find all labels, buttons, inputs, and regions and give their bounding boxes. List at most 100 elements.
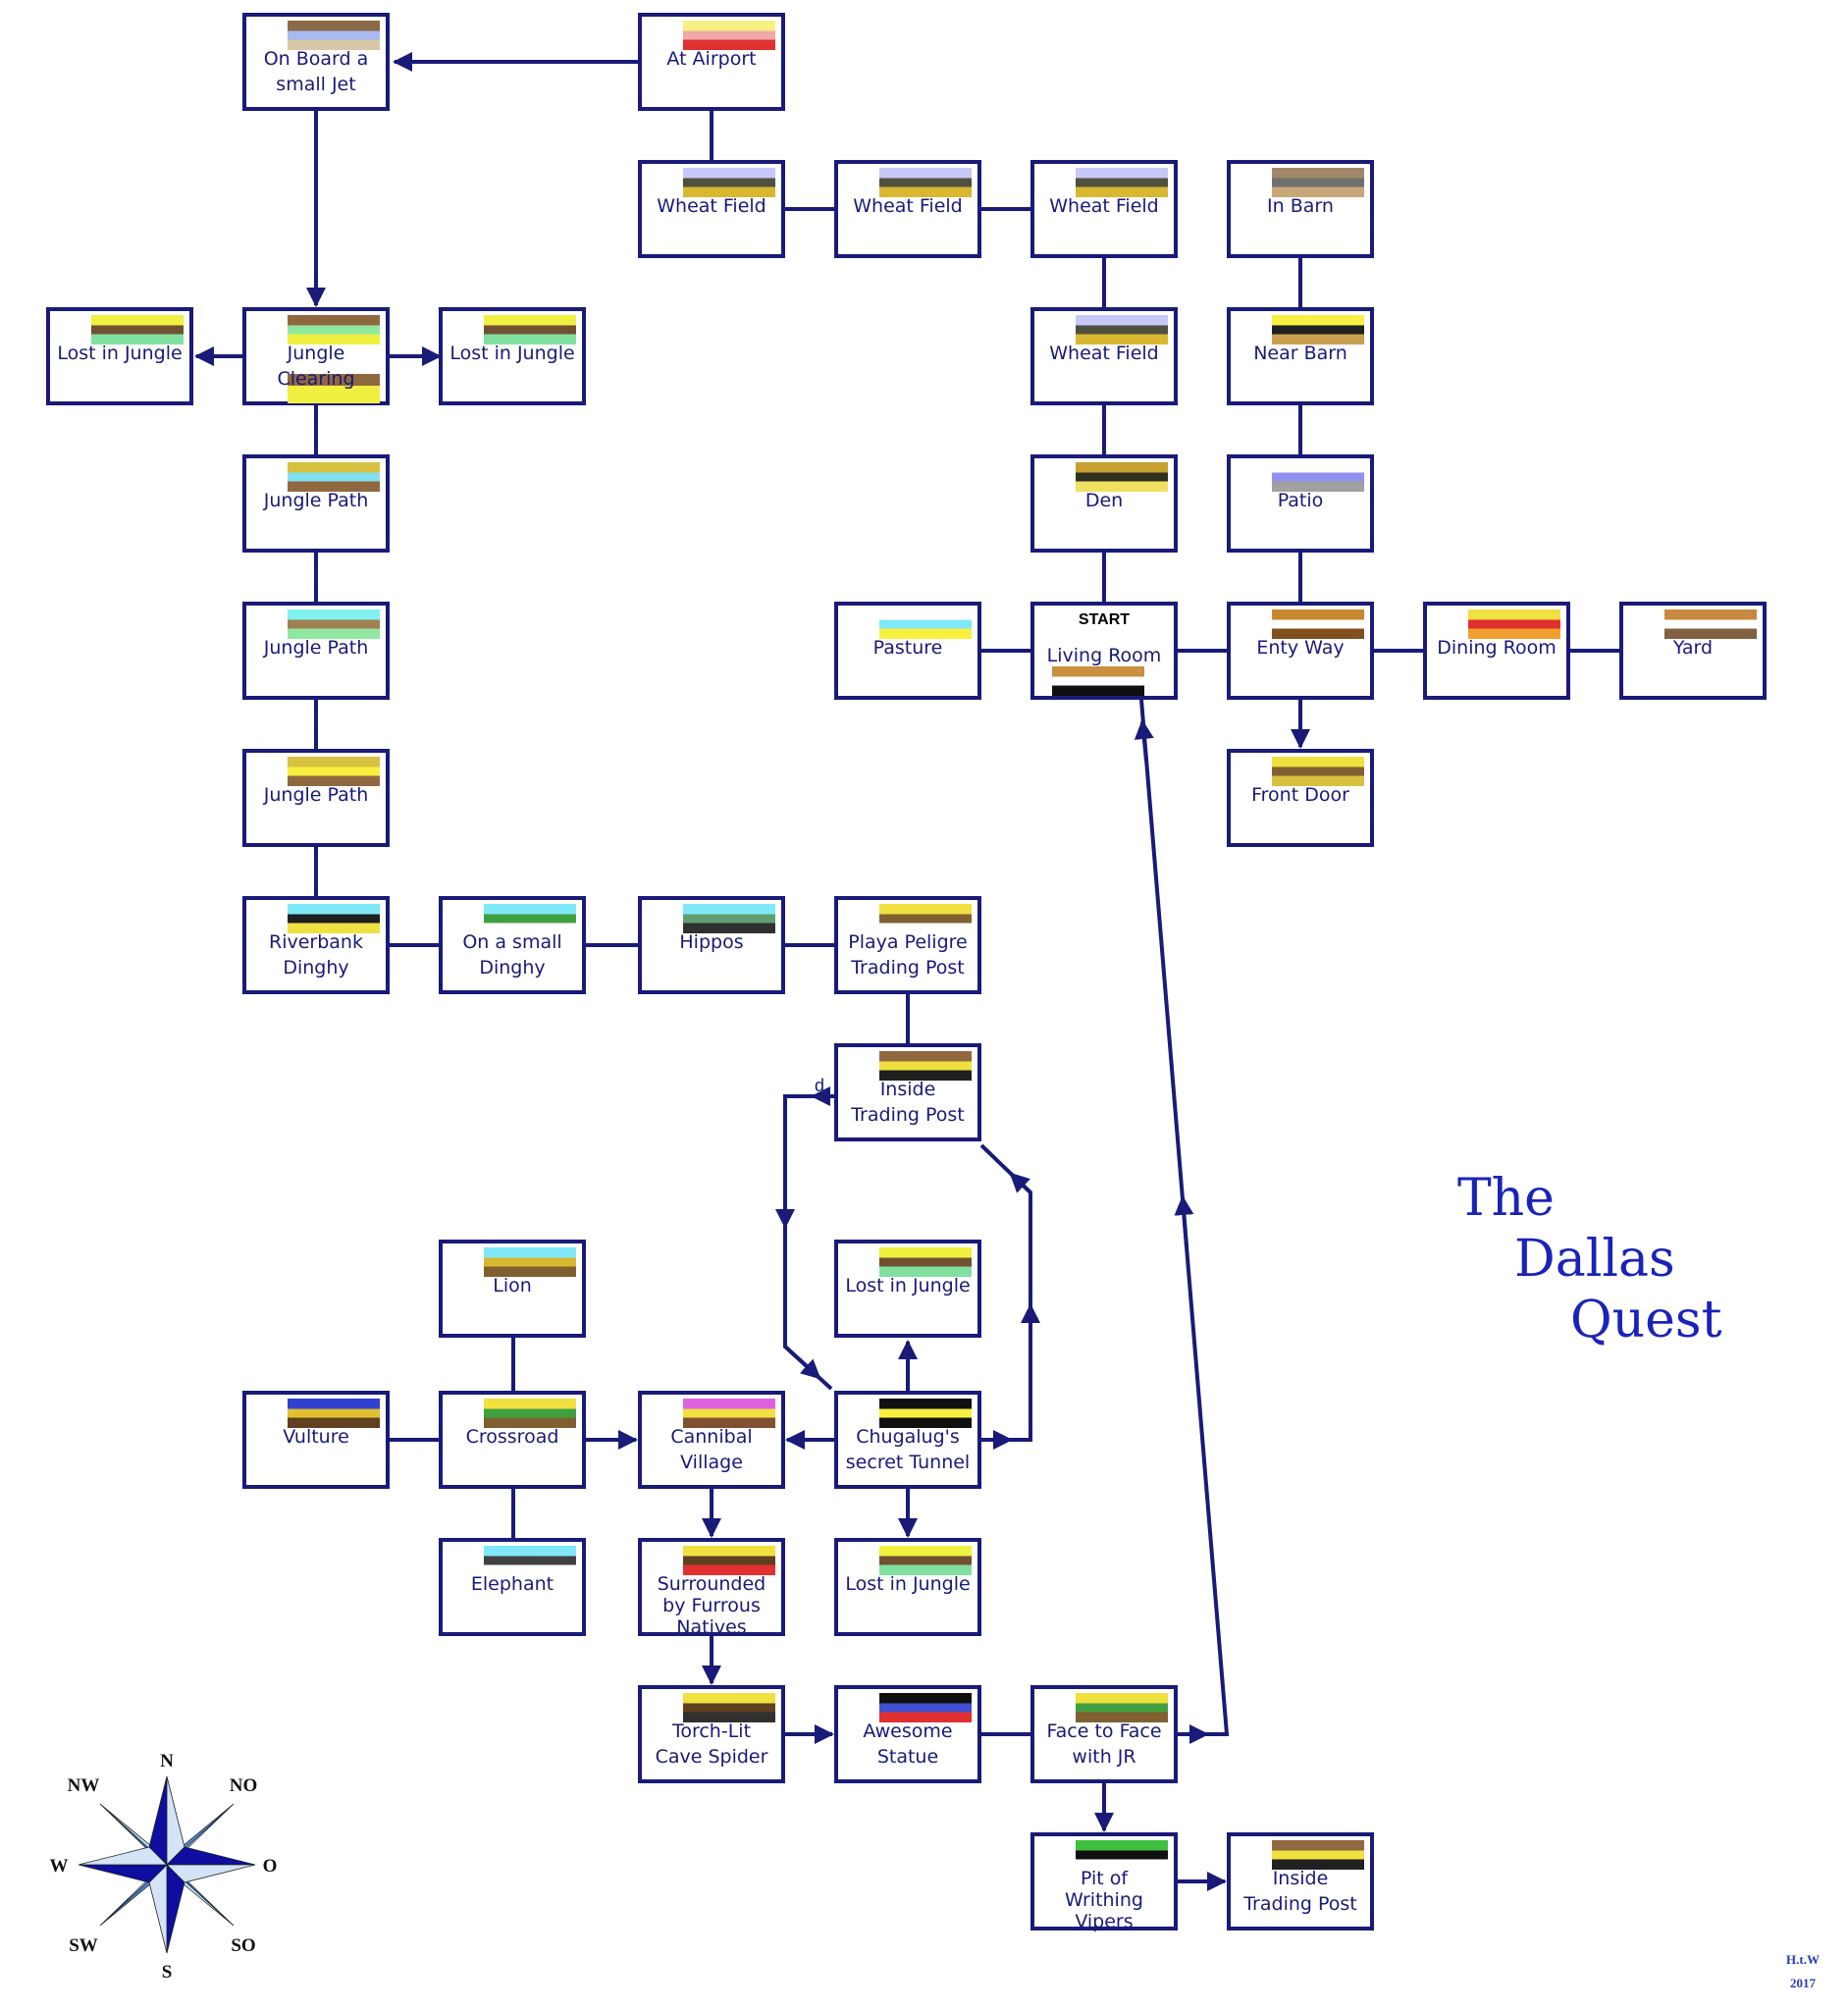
- room-thumbnail-image: [288, 315, 380, 344]
- signature-author: H.t.W: [1786, 1952, 1820, 1967]
- room-thumbnail-image: [1272, 1840, 1364, 1870]
- room-label: Jungle Clearing: [277, 343, 355, 390]
- title-line-1: The: [1457, 1169, 1555, 1228]
- room-label: Living Room: [1046, 645, 1162, 666]
- room-thumbnail-image: [879, 1399, 972, 1428]
- compass-label-n: N: [160, 1751, 174, 1772]
- room-label: Patio: [1277, 490, 1324, 511]
- map-title: The Dallas Quest: [1457, 1168, 1721, 1350]
- room-wheat4: Wheat Field: [1030, 307, 1178, 405]
- room-thumbnail-image: [879, 1546, 972, 1575]
- room-wheat1: Wheat Field: [638, 160, 785, 258]
- room-thumbnail-image: [484, 315, 576, 344]
- room-thumbnail-image: [879, 1693, 972, 1722]
- room-natives: Surrounded by Furrous Natives: [638, 1538, 785, 1638]
- room-label: Surrounded by Furrous Natives: [657, 1573, 766, 1638]
- room-thumbnail-image: [288, 904, 380, 933]
- room-label: Lost in Jungle: [845, 1573, 971, 1595]
- room-thumbnail-image: [288, 757, 380, 786]
- room-clearing: Jungle Clearing: [242, 307, 390, 405]
- room-thumbnail-image: [288, 21, 380, 50]
- room-wheat3: Wheat Field: [1030, 160, 1178, 258]
- room-thumbnail-image: [683, 904, 775, 933]
- compass-rose-icon: N NO O SO S SW W NW: [50, 1751, 278, 1983]
- room-airport: At Airport: [638, 13, 785, 111]
- room-thumbnail-image: [91, 315, 184, 344]
- room-label: Front Door: [1251, 784, 1349, 806]
- room-statue: Awesome Statue: [834, 1685, 981, 1783]
- room-lost-n: Lost in Jungle: [834, 1240, 981, 1338]
- room-frontdoor: Front Door: [1227, 749, 1374, 847]
- room-label: Lost in Jungle: [845, 1275, 971, 1296]
- room-jpath1: Jungle Path: [242, 454, 390, 553]
- room-label: Hippos: [679, 931, 744, 953]
- room-smalldinghy: On a small Dinghy: [439, 896, 586, 994]
- room-label: On Board a small Jet: [263, 48, 369, 95]
- room-thumbnail-image: [484, 1247, 576, 1277]
- room-den: Den: [1030, 454, 1178, 553]
- room-label: Jungle Path: [263, 490, 369, 511]
- room-thumbnail-image: [879, 168, 972, 197]
- room-thumbnail-image: [1076, 1840, 1168, 1870]
- edge-inside1-down-tunnel: [783, 1094, 834, 1391]
- room-vipers: Pit of Writhing Vipers: [1030, 1832, 1178, 1932]
- room-label: Pit of Writhing Vipers: [1065, 1868, 1143, 1932]
- room-label: Cannibal Village: [670, 1426, 753, 1473]
- room-elephant: Elephant: [439, 1538, 586, 1636]
- room-label: Face to Face with JR: [1046, 1720, 1162, 1768]
- room-thumbnail-image: [1272, 757, 1364, 786]
- room-thumbnail-image: [484, 904, 576, 933]
- room-thumbnail-image: [1272, 315, 1364, 344]
- compass-label-w: W: [50, 1856, 69, 1877]
- room-thumbnail-image: [683, 1399, 775, 1428]
- compass-label-ne: NO: [230, 1775, 258, 1796]
- compass-label-nw: NW: [68, 1775, 100, 1796]
- room-label: Crossroad: [465, 1426, 559, 1448]
- room-riverbank: Riverbank Dinghy: [242, 896, 390, 994]
- room-lost-w: Lost in Jungle: [46, 307, 193, 405]
- room-wheat2: Wheat Field: [834, 160, 981, 258]
- room-label: Jungle Path: [263, 784, 369, 806]
- compass-label-sw: SW: [69, 1935, 98, 1956]
- room-thumbnail-image: [1272, 168, 1364, 197]
- room-thumbnail-image: [1664, 609, 1757, 639]
- room-entry: Enty Way: [1227, 602, 1374, 700]
- signature: H.t.W 2017: [1786, 1948, 1820, 1995]
- room-label: Enty Way: [1256, 637, 1345, 659]
- room-label: Elephant: [470, 1573, 554, 1595]
- room-label: Yard: [1672, 637, 1714, 659]
- room-thumbnail-image: [879, 1051, 972, 1081]
- room-thumbnail-image: [683, 168, 775, 197]
- room-thumbnail-image: [683, 1546, 775, 1575]
- title-line-3: Quest: [1570, 1291, 1722, 1349]
- room-living: START Living Room: [1030, 602, 1178, 700]
- room-label: Inside Trading Post: [851, 1079, 965, 1126]
- room-thumbnail-image: [288, 462, 380, 492]
- room-thumbnail-image: [683, 1693, 775, 1722]
- room-label: Lost in Jungle: [449, 343, 575, 364]
- compass-label-s: S: [162, 1962, 173, 1983]
- compass-label-e: O: [263, 1856, 278, 1877]
- title-line-2: Dallas: [1514, 1230, 1675, 1289]
- room-thumbnail-image: [484, 1399, 576, 1428]
- room-yard: Yard: [1619, 602, 1767, 700]
- direction-down-label: d: [815, 1076, 825, 1095]
- room-nearbarn: Near Barn: [1227, 307, 1374, 405]
- room-thumbnail-image: [879, 1247, 972, 1277]
- room-vulture: Vulture: [242, 1391, 390, 1489]
- start-marker: START: [1078, 611, 1131, 628]
- room-playa: Playa Peligre Trading Post: [834, 896, 981, 994]
- room-tunnel: Chugalug's secret Tunnel: [834, 1391, 981, 1489]
- room-label: Vulture: [283, 1426, 349, 1448]
- room-pasture: Pasture: [834, 602, 981, 700]
- room-patio: Patio: [1227, 454, 1374, 553]
- room-label: Jungle Path: [263, 637, 369, 659]
- room-dining: Dining Room: [1423, 602, 1570, 700]
- room-label: Lion: [493, 1275, 532, 1296]
- room-thumbnail-image: [288, 1399, 380, 1428]
- room-label: Torch-Lit Cave Spider: [655, 1720, 768, 1768]
- room-thumbnail-image: [683, 21, 775, 50]
- room-jet: On Board a small Jet: [242, 13, 390, 111]
- room-label: Awesome Statue: [863, 1720, 953, 1768]
